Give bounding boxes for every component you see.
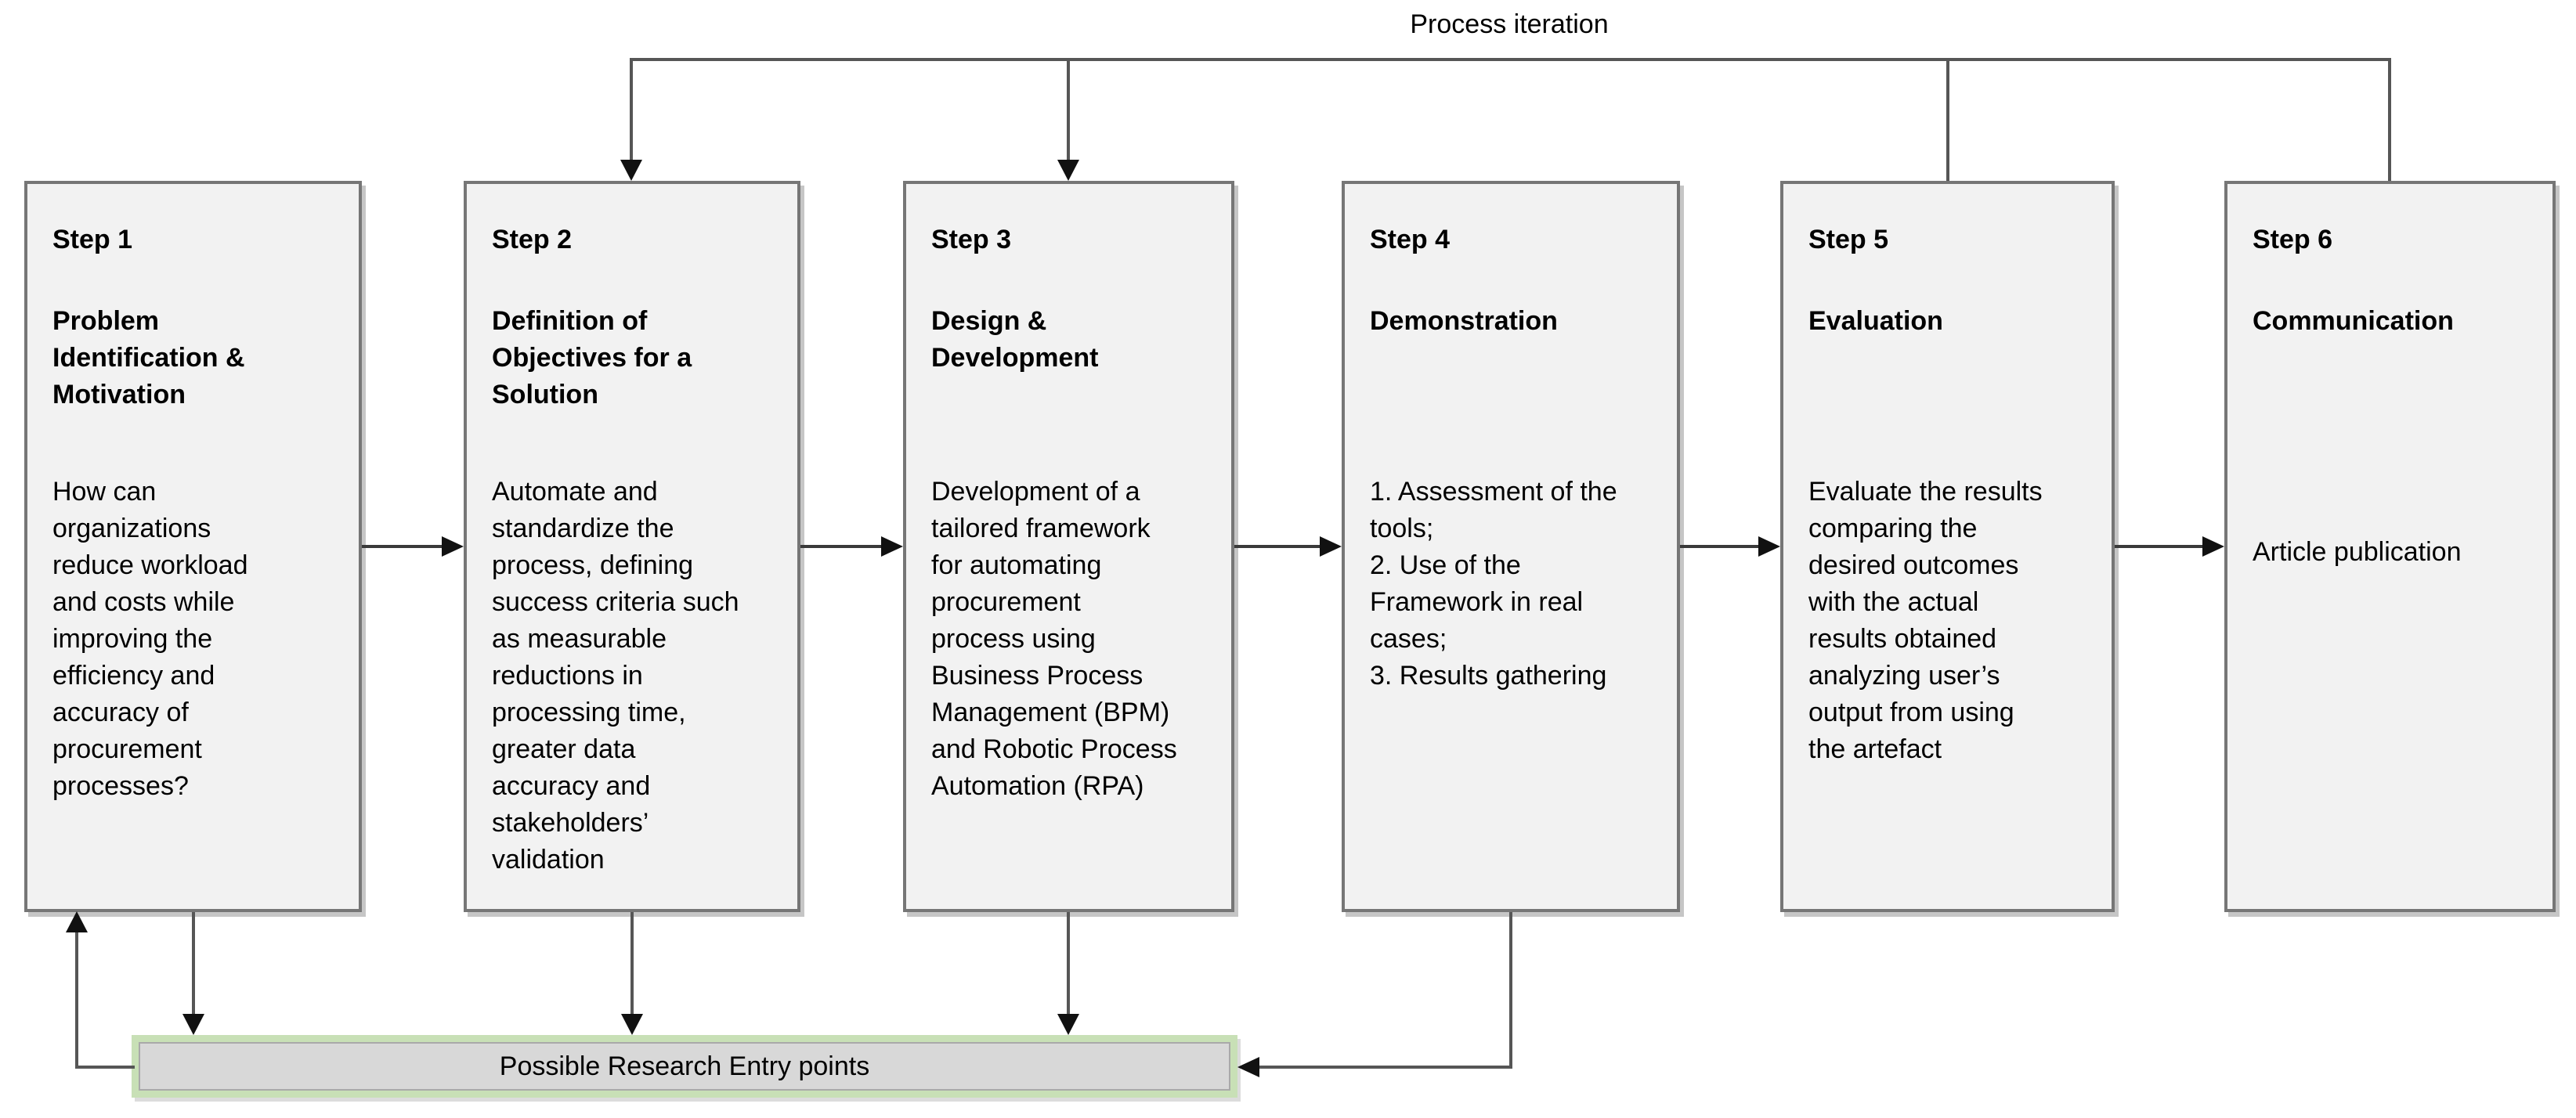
entry-points-box: Possible Research Entry points (132, 1035, 1237, 1098)
step-1-body: How can organizations reduce workload an… (52, 477, 248, 801)
step-1-title: Problem Identification & Motivation (52, 306, 245, 409)
step-3-title: Design & Development (931, 306, 1099, 373)
iteration-riser-step6 (2388, 58, 2391, 181)
step-1-box: Step 1 Problem Identification & Motivati… (24, 181, 362, 912)
arrow-step1-step2-head (442, 536, 464, 557)
step3-entry-line (1067, 912, 1070, 1015)
step-5-body: Evaluate the results comparing the desir… (1808, 477, 2043, 764)
arrow-step5-step6-head (2202, 536, 2224, 557)
entry-points-label: Possible Research Entry points (499, 1051, 870, 1081)
step4-entry-head (1237, 1057, 1259, 1077)
step2-entry-line (630, 912, 634, 1015)
process-iteration-label: Process iteration (1410, 9, 1609, 39)
step4-entry-elbow-vertical (1509, 912, 1512, 1067)
arrow-step3-step4-line (1234, 545, 1320, 548)
step-2-title: Definition of Objectives for a Solution (492, 306, 692, 409)
step-5-title: Evaluation (1808, 306, 1943, 336)
step-6-label: Step 6 (2253, 225, 2333, 254)
iteration-drop-step3 (1067, 58, 1070, 162)
step-4-label: Step 4 (1370, 225, 1451, 254)
step-4-body: 1. Assessment of the tools; 2. Use of th… (1370, 477, 1617, 691)
step-5-label: Step 5 (1808, 225, 1889, 254)
arrow-step4-step5-line (1680, 545, 1758, 548)
step-5-box: Step 5 Evaluation Evaluate the results c… (1780, 181, 2115, 912)
arrow-step2-step3-line (800, 545, 881, 548)
step-3-label: Step 3 (931, 225, 1012, 254)
step-4-box: Step 4 Demonstration 1. Assessment of th… (1342, 181, 1680, 912)
step-6-body: Article publication (2253, 537, 2462, 567)
step-6-title: Communication (2253, 306, 2454, 336)
arrow-step1-step2-line (362, 545, 443, 548)
step-1-label: Step 1 (52, 225, 133, 254)
step-4-title: Demonstration (1370, 306, 1558, 336)
iteration-line (630, 58, 2391, 61)
entry-step1-return-horizontal (75, 1066, 135, 1069)
step1-entry-head (182, 1014, 204, 1035)
step-3-box: Step 3 Design & Development Development … (903, 181, 1234, 912)
arrow-step3-step4-head (1320, 536, 1342, 557)
step-2-body: Automate and standardize the process, de… (492, 477, 739, 875)
step3-entry-head (1057, 1014, 1079, 1035)
arrow-step2-step3-head (881, 536, 903, 557)
step2-entry-head (621, 1014, 643, 1035)
step-3-body: Development of a tailored framework for … (931, 477, 1177, 801)
iteration-drop-step2 (630, 58, 633, 162)
arrow-step5-step6-line (2115, 545, 2202, 548)
entry-step1-return-vertical (75, 932, 78, 1069)
iteration-arrowhead-step3 (1057, 160, 1079, 181)
step4-entry-elbow-horizontal (1258, 1066, 1512, 1069)
step-2-box: Step 2 Definition of Objectives for a So… (464, 181, 800, 912)
step-6-box: Step 6 Communication Article publication (2224, 181, 2556, 912)
arrow-step4-step5-head (1758, 536, 1780, 557)
step1-entry-line (192, 912, 195, 1015)
iteration-riser-step5 (1946, 58, 1949, 181)
entry-step1-return-head (66, 911, 88, 932)
step-2-label: Step 2 (492, 225, 573, 254)
iteration-arrowhead-step2 (620, 160, 642, 181)
